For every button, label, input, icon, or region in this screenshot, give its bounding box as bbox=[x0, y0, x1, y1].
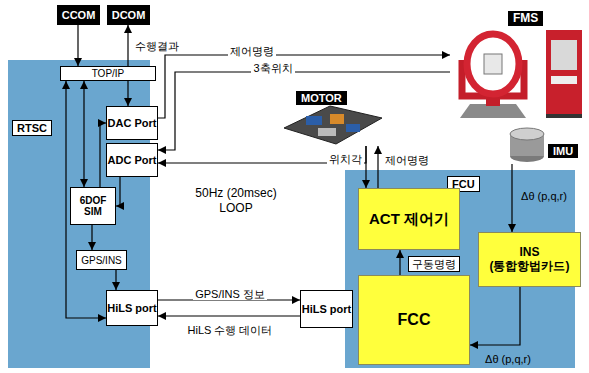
loop-note: 50Hz (20msec) LOOP bbox=[190, 186, 282, 216]
signal-line bbox=[77, 25, 78, 66]
box-label: ACT 제어기 bbox=[369, 211, 449, 228]
fms-cabinet-panel bbox=[551, 76, 577, 84]
signal-label: 구동명령 bbox=[408, 256, 460, 272]
box-label: TOP/IP bbox=[92, 68, 125, 79]
signal-label: 위치각 bbox=[327, 153, 364, 165]
label-holder: HiLS 수행 데이터 bbox=[175, 320, 285, 338]
signal-line bbox=[83, 81, 84, 187]
fms-cabinet-foot bbox=[546, 114, 582, 118]
label-holder: 제어명령 bbox=[382, 150, 432, 168]
motor-board bbox=[284, 106, 382, 144]
unit-label: RTSC bbox=[12, 120, 52, 136]
label-holder: 구동명령 bbox=[408, 254, 460, 272]
motor-part bbox=[318, 128, 336, 136]
signal-line bbox=[91, 225, 92, 250]
signal-label: Δθ (p,q,r) bbox=[483, 353, 533, 365]
motor-part bbox=[306, 116, 322, 125]
port-box: HiLS port bbox=[106, 290, 158, 326]
module-box: INS (통합항법카드) bbox=[478, 232, 581, 287]
box-label: DCOM bbox=[112, 9, 146, 21]
imu-top bbox=[510, 128, 544, 140]
imu-illustration bbox=[510, 128, 544, 162]
motor-part bbox=[346, 124, 360, 132]
box-label: HiLS port bbox=[302, 303, 352, 315]
label-holder: 제어명령 bbox=[226, 41, 278, 59]
box-label: HiLS port bbox=[107, 302, 157, 314]
signal-line bbox=[158, 146, 366, 163]
unit-label: IMU bbox=[548, 144, 578, 158]
signal-line bbox=[158, 315, 300, 316]
module-box: FCC bbox=[358, 275, 470, 365]
box-label: INS (통합항법카드) bbox=[479, 246, 580, 272]
fms-base bbox=[460, 104, 526, 118]
signal-line bbox=[158, 55, 450, 118]
signal-label: GPS/INS 정보 bbox=[193, 288, 267, 300]
motor-illustration bbox=[284, 106, 382, 144]
hardware-unit: FMS bbox=[450, 4, 585, 120]
signal-line bbox=[365, 146, 366, 188]
hardware-unit: IMU bbox=[505, 122, 585, 164]
signal-line bbox=[116, 177, 120, 206]
fms-cabinet bbox=[546, 30, 582, 118]
signal-label: 제어명령 bbox=[228, 45, 276, 57]
module-box: ACT 제어기 bbox=[358, 188, 460, 250]
port-box: TOP/IP bbox=[60, 66, 156, 81]
signal-line bbox=[377, 146, 378, 188]
signal-line bbox=[158, 72, 450, 150]
box-label: FCC bbox=[398, 311, 431, 329]
label-holder: GPS/INS 정보 bbox=[180, 284, 280, 302]
signal-line bbox=[115, 270, 116, 290]
signal-label: 3축위치 bbox=[251, 62, 294, 74]
signal-line bbox=[100, 123, 106, 187]
signal-label: 제어명령 bbox=[383, 154, 431, 166]
fms-table bbox=[484, 54, 502, 74]
box-label: ADC Port bbox=[108, 154, 157, 166]
label-holder: 50Hz (20msec) LOOP bbox=[190, 186, 282, 216]
port-box: DAC Port bbox=[106, 106, 158, 140]
box-label: 6DOF SIM bbox=[71, 195, 115, 217]
signal-line bbox=[470, 287, 520, 345]
label-holder: 수행결과 bbox=[133, 36, 177, 54]
system-panel: RTSCTOP/IPDAC PortADC Port6DOF SIMGPS/IN… bbox=[8, 60, 150, 368]
label-holder: 3축위치 bbox=[248, 58, 298, 76]
hardware-unit: MOTOR bbox=[280, 86, 384, 146]
fms-cabinet-panel bbox=[551, 40, 577, 70]
box-label: CCOM bbox=[62, 9, 96, 21]
label-holder: 위치각 bbox=[326, 149, 364, 167]
signal-line bbox=[66, 81, 106, 318]
signal-label: HiLS 수행 데이터 bbox=[186, 324, 275, 336]
signal-line bbox=[127, 81, 128, 106]
unit-label: FMS bbox=[508, 11, 543, 26]
port-box: GPS/INS bbox=[76, 250, 127, 270]
fms-illustration bbox=[460, 30, 582, 118]
port-box: ADC Port bbox=[106, 143, 158, 177]
signal-line bbox=[127, 25, 128, 66]
fms-gimbal-ring bbox=[467, 34, 519, 94]
label-holder: Δθ (p,q,r) bbox=[476, 349, 540, 367]
label-holder: Δθ (p,q,r) bbox=[514, 186, 574, 204]
signal-line bbox=[158, 299, 300, 300]
box-label: GPS/INS bbox=[81, 255, 122, 266]
signal-label: Δθ (p,q,r) bbox=[519, 190, 569, 202]
terminal-box: CCOM bbox=[57, 5, 100, 25]
signal-line bbox=[511, 164, 512, 232]
box-label: DAC Port bbox=[108, 117, 157, 129]
unit-label: MOTOR bbox=[296, 91, 347, 105]
signal-label: 수행결과 bbox=[133, 40, 181, 52]
port-box: HiLS port bbox=[300, 290, 353, 328]
signal-line bbox=[399, 250, 400, 275]
port-box: 6DOF SIM bbox=[70, 187, 116, 225]
motor-part bbox=[330, 114, 344, 124]
terminal-box: DCOM bbox=[107, 5, 150, 25]
